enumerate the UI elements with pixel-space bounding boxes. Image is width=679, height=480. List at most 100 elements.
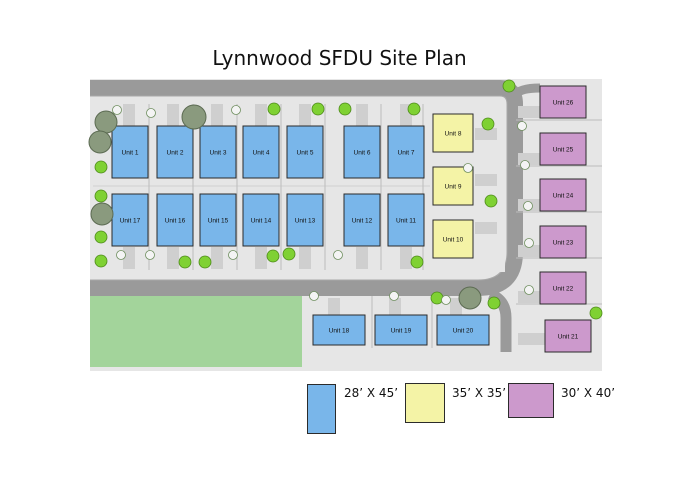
tree-icon: [94, 110, 118, 134]
shrub-icon: [463, 163, 473, 173]
south-driveway: [487, 288, 512, 352]
unit-9: Unit 9: [432, 166, 474, 206]
tree-icon: [282, 247, 296, 261]
unit-22: Unit 22: [539, 271, 587, 305]
unit-19-label: Unit 19: [391, 328, 412, 335]
unit-3-footprint: [199, 125, 237, 179]
tree-icon: [338, 102, 352, 116]
unit-6-footprint: [343, 125, 381, 179]
unit-17-footprint: [111, 193, 149, 247]
unit-6: Unit 6: [343, 125, 381, 179]
unit-2: Unit 2: [156, 125, 194, 179]
unit-8: Unit 8: [432, 113, 474, 153]
unit-14: Unit 14: [242, 193, 280, 247]
unit-26: Unit 26: [539, 85, 587, 119]
unit-11-footprint: [387, 193, 425, 247]
unit-12-label: Unit 12: [352, 218, 373, 225]
unit-26-footprint: [539, 85, 587, 119]
unit-12: Unit 12: [343, 193, 381, 247]
unit-13-footprint: [286, 193, 324, 247]
unit-24-footprint: [539, 178, 587, 212]
unit-18-footprint: [312, 314, 366, 346]
unit-22-footprint: [539, 271, 587, 305]
unit-23: Unit 23: [539, 225, 587, 259]
unit-13: Unit 13: [286, 193, 324, 247]
unit-18-label: Unit 18: [329, 328, 350, 335]
tree-icon: [458, 286, 482, 310]
shrub-icon: [116, 250, 126, 260]
unit-10-label: Unit 10: [443, 237, 464, 244]
shrub-icon: [517, 121, 527, 131]
unit-18: Unit 18: [312, 314, 366, 346]
tree-icon: [407, 102, 421, 116]
unit-10: Unit 10: [432, 219, 474, 259]
north-driveway: [511, 83, 541, 99]
unit-12-footprint: [343, 193, 381, 247]
unit-1-label: Unit 1: [122, 150, 139, 157]
unit-15: Unit 15: [199, 193, 237, 247]
shrub-icon: [309, 291, 319, 301]
shrub-icon: [333, 250, 343, 260]
unit-25-label: Unit 25: [553, 147, 574, 154]
unit-1: Unit 1: [111, 125, 149, 179]
unit-14-label: Unit 14: [251, 218, 272, 225]
unit-4-label: Unit 4: [253, 150, 270, 157]
shrub-icon: [520, 160, 530, 170]
unit-17: Unit 17: [111, 193, 149, 247]
tree-icon: [481, 117, 495, 131]
unit-24-label: Unit 24: [553, 193, 574, 200]
unit-15-label: Unit 15: [208, 218, 229, 225]
tree-icon: [266, 249, 280, 263]
unit-16-label: Unit 16: [165, 218, 186, 225]
unit-11-label: Unit 11: [396, 218, 416, 225]
unit-23-footprint: [539, 225, 587, 259]
unit-11: Unit 11: [387, 193, 425, 247]
tree-icon: [487, 296, 501, 310]
tree-icon: [94, 230, 108, 244]
unit-23-label: Unit 23: [553, 240, 574, 247]
legend-swatch-pink: [508, 383, 554, 418]
unit-24: Unit 24: [539, 178, 587, 212]
tree-icon: [94, 160, 108, 174]
road-center-line: [90, 95, 508, 281]
shrub-icon: [112, 105, 122, 115]
tree-icon: [94, 189, 108, 203]
unit-16: Unit 16: [156, 193, 194, 247]
shrub-icon: [145, 250, 155, 260]
tree-icon: [311, 102, 325, 116]
unit-4: Unit 4: [242, 125, 280, 179]
unit-20-footprint: [436, 314, 490, 346]
unit-19-footprint: [374, 314, 428, 346]
tree-icon: [484, 194, 498, 208]
unit-22-label: Unit 22: [553, 286, 574, 293]
shrub-icon: [441, 295, 451, 305]
trees-layer: [88, 79, 603, 320]
tree-icon: [181, 104, 207, 130]
legend-label-yellow: 35’ X 35’: [452, 386, 507, 400]
tree-icon: [88, 130, 112, 154]
tree-icon: [94, 254, 108, 268]
unit-9-label: Unit 9: [445, 184, 462, 191]
unit-7-footprint: [387, 125, 425, 179]
tree-icon: [90, 202, 114, 226]
unit-26-label: Unit 26: [553, 100, 574, 107]
unit-6-label: Unit 6: [354, 150, 371, 157]
unit-9-footprint: [432, 166, 474, 206]
unit-7-label: Unit 7: [398, 150, 415, 157]
shrub-icon: [231, 105, 241, 115]
unit-5-label: Unit 5: [297, 150, 314, 157]
unit-25: Unit 25: [539, 132, 587, 166]
legend-label-pink: 30’ X 40’: [561, 386, 616, 400]
unit-15-footprint: [199, 193, 237, 247]
unit-8-label: Unit 8: [445, 131, 462, 138]
unit-20-label: Unit 20: [453, 328, 474, 335]
legend-swatch-blue: [307, 384, 336, 434]
tree-icon: [410, 255, 424, 269]
tree-icon: [589, 306, 603, 320]
tree-icon: [502, 79, 516, 93]
unit-25-footprint: [539, 132, 587, 166]
green-space: [90, 295, 302, 367]
shrub-icon: [146, 108, 156, 118]
